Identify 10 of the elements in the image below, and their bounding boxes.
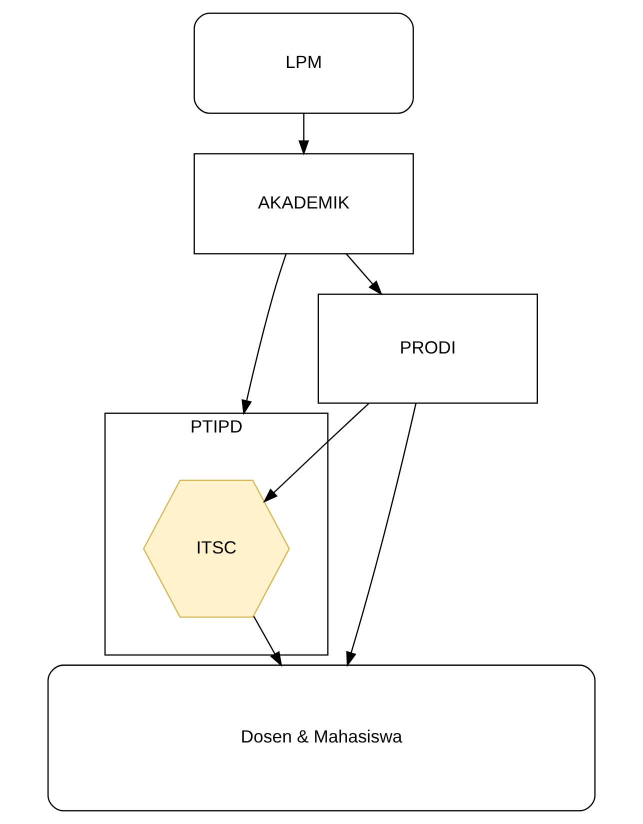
arrow [298,114,310,156]
node-box: LPM [194,12,414,114]
node-box: AKADEMIK [194,153,414,254]
arrow [346,254,382,296]
arrow [346,403,417,667]
node-box: PRODI [318,294,538,404]
node-box: Dosen & Mahasiswa [47,664,596,812]
arrow [253,616,282,667]
arrow [263,402,370,503]
arrow [242,254,287,416]
